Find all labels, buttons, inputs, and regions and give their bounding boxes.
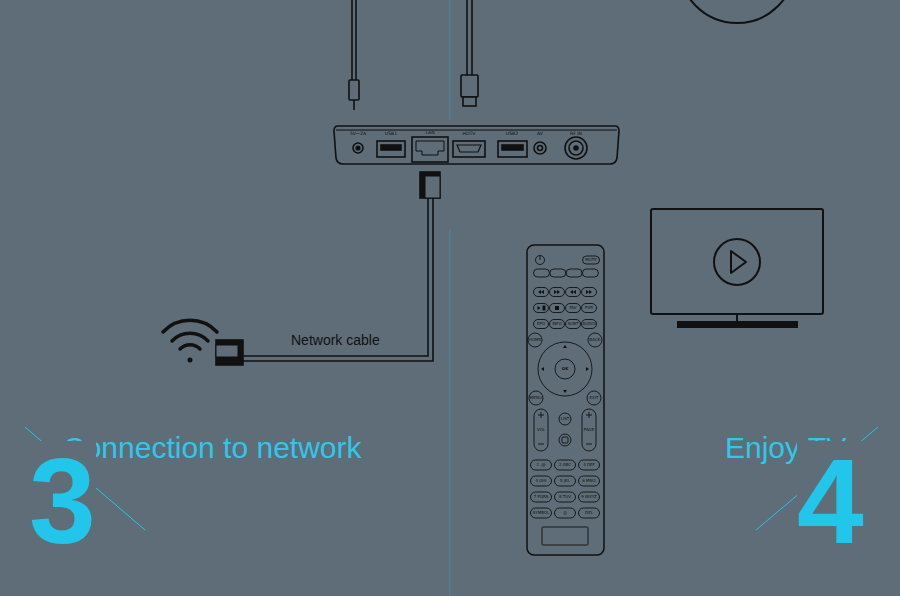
- port-label: USB2: [506, 132, 518, 137]
- circle-shape: [679, 0, 795, 23]
- port-label: AV: [537, 132, 543, 137]
- button-label: SUBT: [568, 322, 579, 326]
- port-label: 5V⎓2A: [350, 131, 366, 136]
- button-label: EXIT: [590, 396, 599, 400]
- button-label: VOL: [537, 428, 545, 432]
- button-label: BACK: [590, 338, 601, 342]
- button-label: 5 JKL: [560, 479, 570, 483]
- button-label: 0: [563, 511, 566, 516]
- button-label: DEL: [585, 511, 593, 515]
- remote-control: MUTE FAV PVR EPG INFO SUBTAUDIO HOME BACK OK MENU…: [527, 245, 604, 555]
- step-title: Connection to network: [63, 433, 362, 463]
- port-label: HDTV: [463, 132, 476, 137]
- button-label: EPG: [537, 322, 545, 326]
- button-label: 1 .@: [536, 463, 545, 467]
- tv-icon: [651, 209, 823, 327]
- button-label: INFO: [552, 322, 562, 326]
- step-number: 3: [29, 441, 96, 561]
- button-label: OK: [562, 367, 569, 371]
- button-label: 8 TUV: [559, 495, 571, 499]
- button-label: 2 ABC: [559, 463, 571, 467]
- button-label: 9 WXYZ: [581, 495, 597, 499]
- button-label: SYMBOL: [533, 511, 549, 515]
- button-label: PVR: [585, 306, 593, 310]
- wifi-icon: [163, 320, 217, 362]
- port-label: USB1: [385, 132, 397, 137]
- set-top-box: [334, 126, 619, 164]
- power-hdmi-cables: [349, 0, 478, 110]
- set-top-box-panel: 5V⎓2A USB1 LAN HDTV USB2 AV RF IN: [334, 126, 620, 165]
- port-label: RF IN: [570, 132, 582, 137]
- button-label: MUTE: [585, 258, 596, 262]
- button-label: LIST: [561, 417, 569, 421]
- guide-lines: [25, 0, 878, 596]
- cable-label: Network cable: [291, 333, 380, 347]
- button-label: MENU: [530, 396, 542, 400]
- button-label: FAV: [569, 306, 576, 310]
- network-cable: [216, 172, 440, 365]
- button-label: AUDIO: [582, 322, 595, 326]
- button-label: HOME: [529, 338, 541, 342]
- button-label: 3 DEF: [583, 463, 595, 467]
- button-label: 6 MNO: [582, 479, 595, 483]
- button-label: 7 PQRS: [534, 495, 549, 499]
- remote-control: [527, 245, 604, 555]
- step-number: 4: [797, 441, 864, 561]
- port-label: LAN: [425, 131, 434, 136]
- button-label: PAGE: [584, 428, 594, 432]
- button-label: 4 GHI: [535, 479, 546, 483]
